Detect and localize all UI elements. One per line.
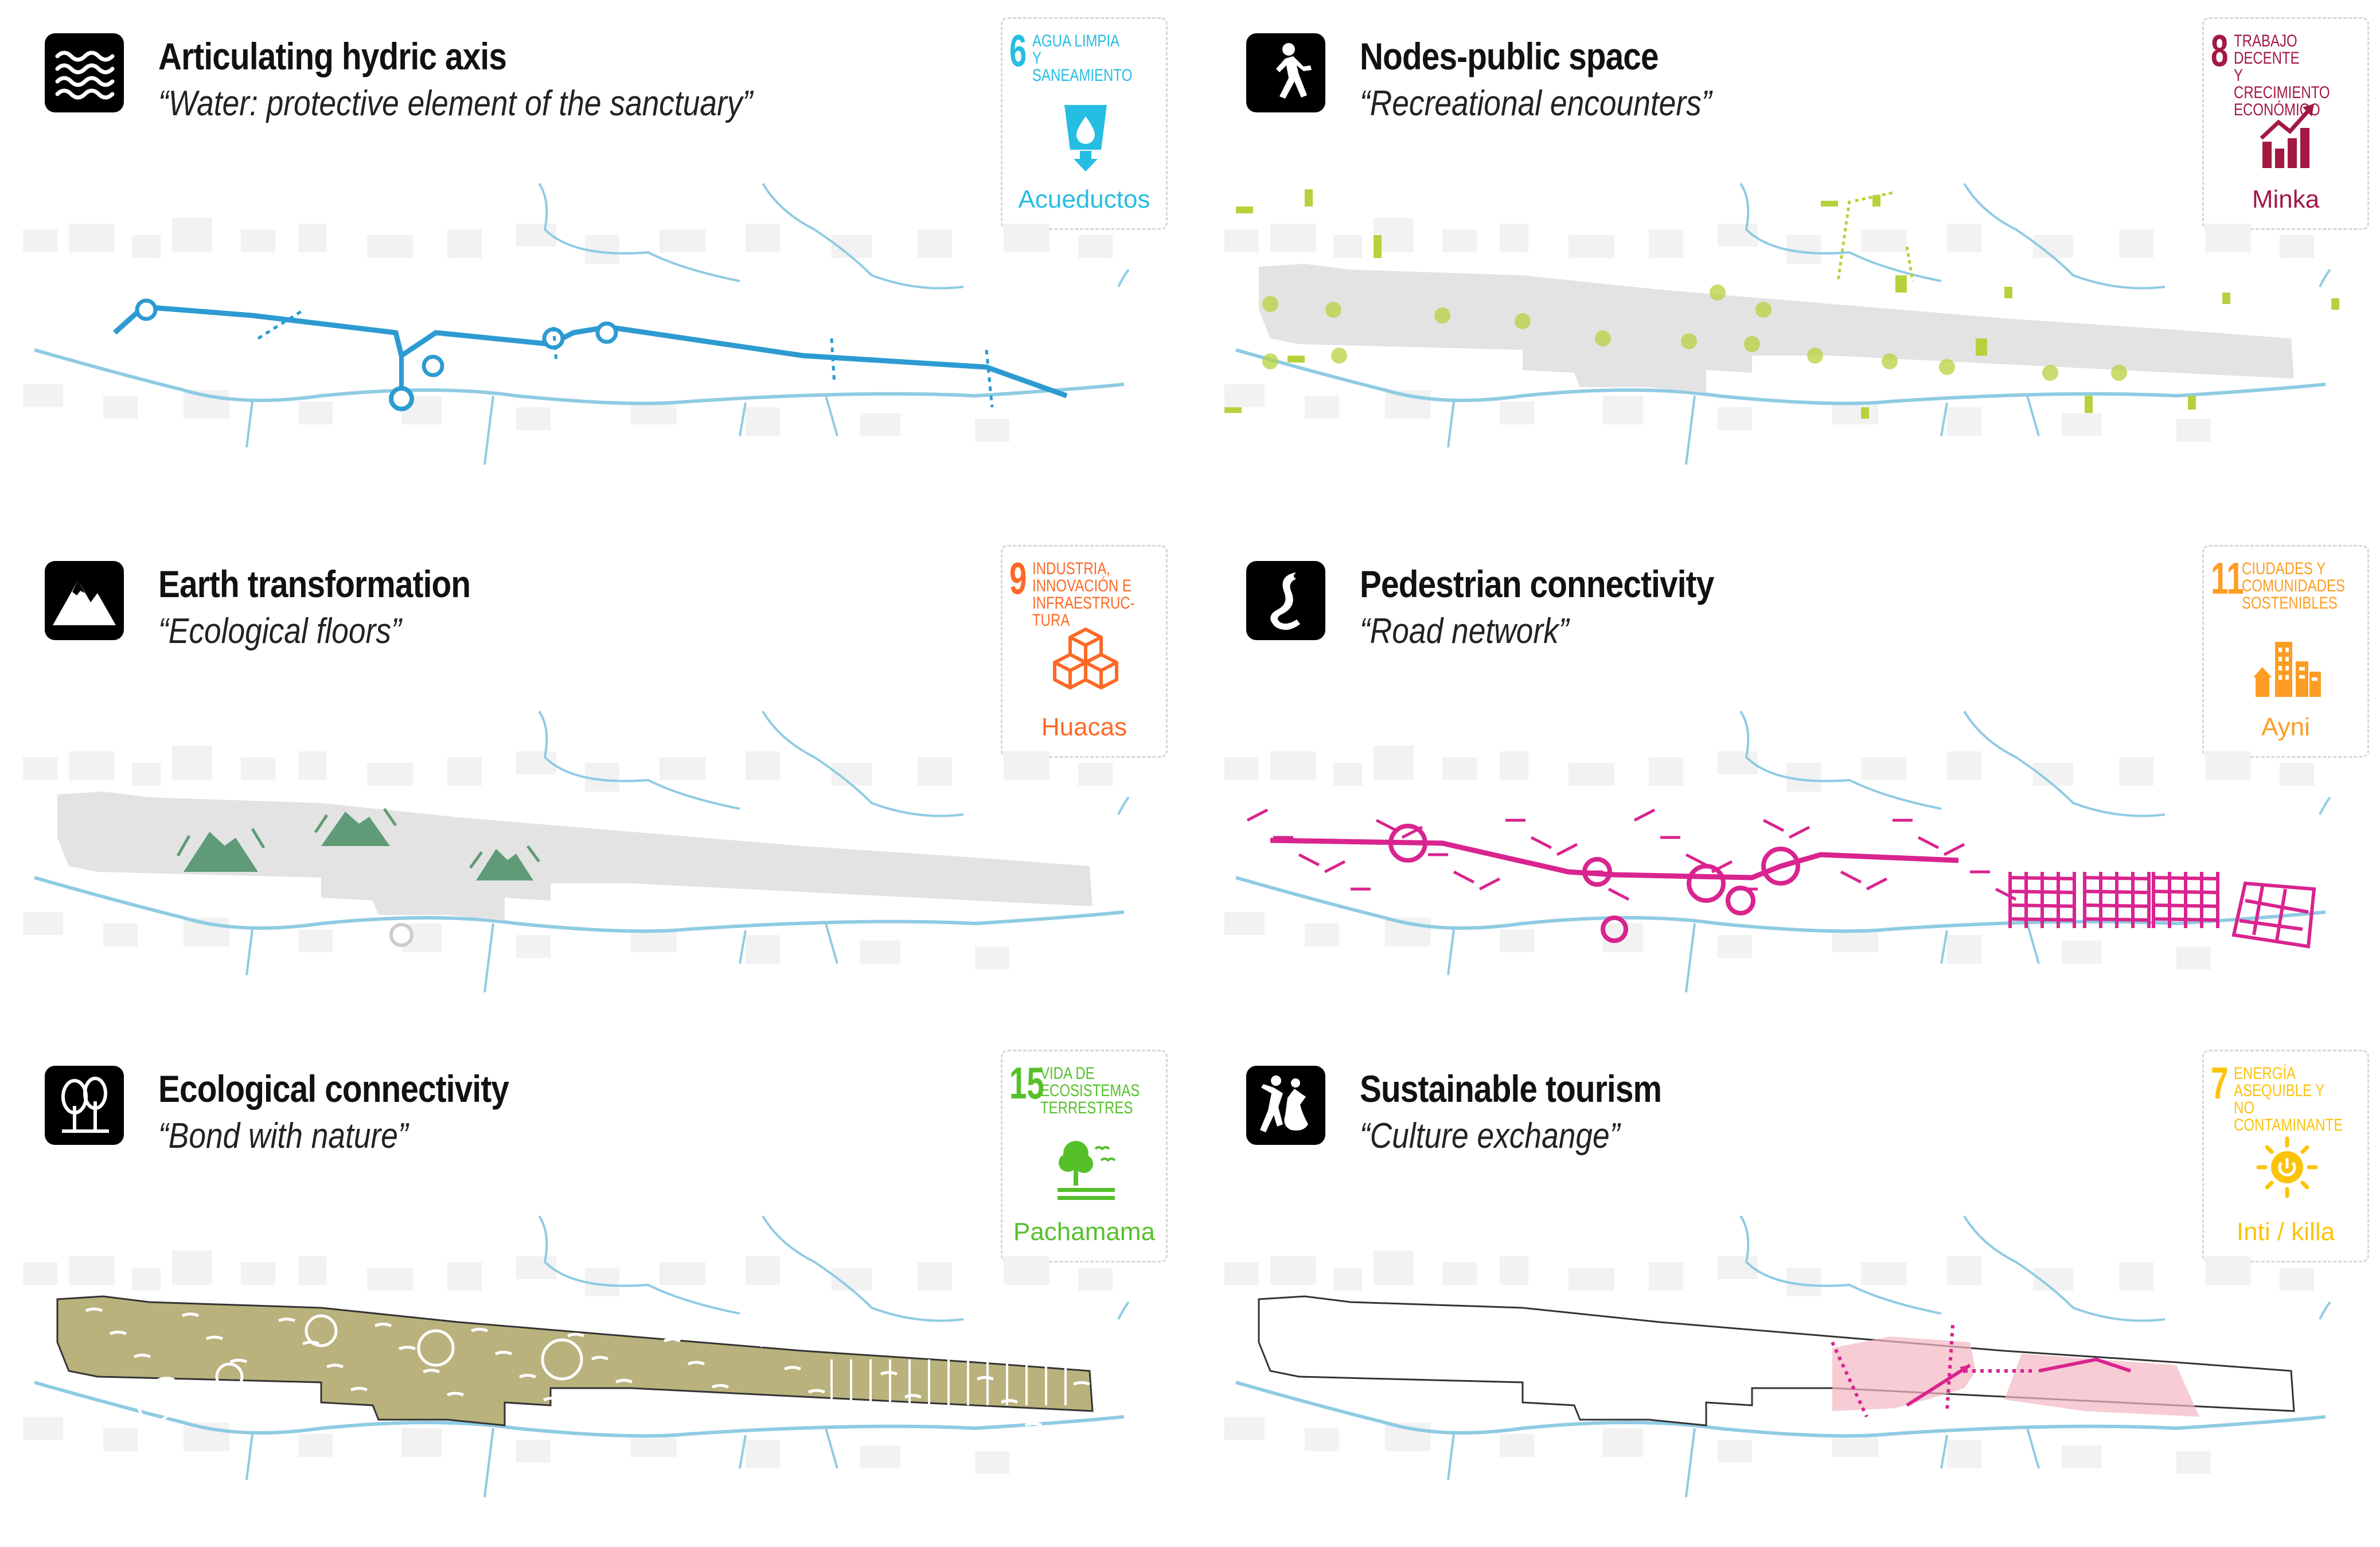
panel-hydric: Articulating hydric axis “Water: protect…	[0, 0, 1190, 515]
growth-chart-icon	[2250, 93, 2324, 174]
panel-title: Sustainable tourism	[1360, 1067, 1662, 1110]
sdg-label: Minka	[2252, 185, 2320, 213]
panel-subtitle: “Culture exchange”	[1360, 1116, 1620, 1156]
dancers-icon	[1246, 1066, 1325, 1145]
sdg-number: 7	[2211, 1058, 2229, 1108]
panel-nodes: Nodes-public space “Recreational encount…	[1201, 0, 2380, 515]
site-map-hydric	[0, 166, 1190, 511]
panel-tourism: Sustainable tourism “Culture exchange” 7…	[1201, 1032, 2380, 1547]
panel-subtitle: “Ecological floors”	[158, 611, 401, 651]
sdg-number: 6	[1009, 25, 1027, 76]
sdg-number: 11	[2211, 553, 2244, 603]
sdg-text: TRABAJO DECENTE Y CRECIMIENTO ECONÓMICO	[2234, 32, 2330, 119]
sun-icon	[2250, 1126, 2324, 1206]
sdg-card: 7 ENERGÍA ASEQUIBLE Y NO CONTAMINANTE In…	[2202, 1050, 2369, 1262]
sdg-number: 9	[1009, 553, 1027, 603]
panel-subtitle: “Road network”	[1360, 611, 1569, 651]
tree-birds-icon	[1048, 1126, 1123, 1206]
water-drop-icon	[1048, 93, 1123, 174]
sdg-card: 9 INDUSTRIA, INNOVACIÓN E INFRAESTRUC- T…	[1001, 545, 1168, 758]
panel-title: Earth transformation	[158, 563, 471, 605]
site-map-earth	[0, 694, 1190, 1038]
panel-earth: Earth transformation “Ecological floors”…	[0, 528, 1190, 1042]
sdg-label: Ayni	[2261, 713, 2310, 741]
sdg-number: 8	[2211, 25, 2229, 76]
map-svg	[1224, 182, 2339, 465]
sdg-card: 15 VIDA DE ECOSISTEMAS TERRESTRES Pacham…	[1001, 1050, 1168, 1262]
panel-title: Pedestrian connectivity	[1360, 563, 1714, 605]
sdg-number: 15	[1009, 1058, 1044, 1108]
walking-person-icon	[1246, 33, 1325, 112]
trees-icon	[45, 1066, 124, 1145]
map-svg	[23, 182, 1130, 465]
serpent-icon	[1246, 561, 1325, 640]
sdg-card: 8 TRABAJO DECENTE Y CRECIMIENTO ECONÓMIC…	[2202, 17, 2369, 230]
sdg-text: ENERGÍA ASEQUIBLE Y NO CONTAMINANTE	[2234, 1064, 2343, 1135]
site-map-pedestrian	[1201, 694, 2380, 1038]
panel-pedestrian: Pedestrian connectivity “Road network” 1…	[1201, 528, 2380, 1042]
panel-ecological: Ecological connectivity “Bond with natur…	[0, 1032, 1190, 1547]
panel-subtitle: “Recreational encounters”	[1360, 84, 1712, 123]
mountain-icon	[45, 561, 124, 640]
city-icon	[2250, 621, 2324, 702]
map-svg	[1224, 710, 2331, 993]
sdg-card: 6 AGUA LIMPIA Y SANEAMIENTO Acueductos	[1001, 17, 1168, 230]
map-svg	[23, 710, 1130, 993]
panel-title: Articulating hydric axis	[158, 35, 507, 77]
sdg-text: INDUSTRIA, INNOVACIÓN E INFRAESTRUC- TUR…	[1032, 559, 1135, 630]
map-svg	[1224, 1215, 2331, 1498]
sdg-label: Huacas	[1041, 713, 1127, 741]
map-svg	[23, 1215, 1130, 1498]
sdg-label: Pachamama	[1013, 1218, 1155, 1246]
site-map-nodes	[1201, 166, 2380, 511]
panel-title: Nodes-public space	[1360, 35, 1659, 77]
panel-title: Ecological connectivity	[158, 1067, 509, 1110]
sdg-text: AGUA LIMPIA Y SANEAMIENTO	[1032, 32, 1133, 85]
site-map-tourism	[1201, 1199, 2380, 1543]
waves-icon	[45, 33, 124, 112]
cubes-icon	[1048, 621, 1123, 702]
sdg-label: Inti / killa	[2236, 1218, 2335, 1246]
site-map-ecological	[0, 1199, 1190, 1543]
panel-subtitle: “Bond with nature”	[158, 1116, 408, 1156]
sdg-text: VIDA DE ECOSISTEMAS TERRESTRES	[1040, 1064, 1140, 1117]
panel-subtitle: “Water: protective element of the sanctu…	[158, 84, 753, 123]
sdg-label: Acueductos	[1018, 185, 1150, 213]
sdg-text: CIUDADES Y COMUNIDADES SOSTENIBLES	[2242, 559, 2346, 613]
sdg-card: 11 CIUDADES Y COMUNIDADES SOSTENIBLES Ay…	[2202, 545, 2369, 758]
